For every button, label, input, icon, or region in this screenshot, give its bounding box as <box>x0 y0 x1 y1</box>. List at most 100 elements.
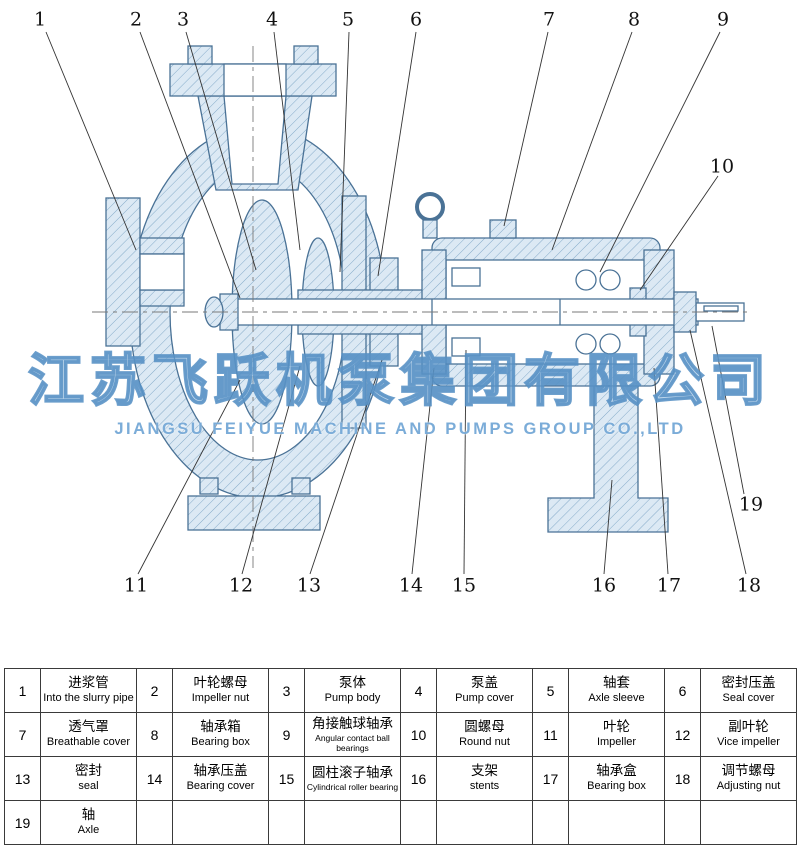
part-name-cn: 透气罩 <box>68 719 109 735</box>
part-number: 11 <box>532 712 569 757</box>
part-name-cn: 轴承箱 <box>200 719 241 735</box>
part-name-cn: 轴承盒 <box>596 763 637 779</box>
support-bracket <box>547 385 669 533</box>
part-name-en: seal <box>78 780 99 793</box>
part-name-cn: 密封 <box>75 763 102 779</box>
part-number: 3 <box>268 668 305 713</box>
empty-cell <box>136 800 173 845</box>
empty-cell <box>304 800 401 845</box>
empty-cell <box>268 800 305 845</box>
callout-6: 6 <box>409 8 423 31</box>
part-name-en: Vice impeller <box>717 736 780 749</box>
empty-cell <box>664 800 701 845</box>
callout-12: 12 <box>228 574 254 597</box>
part-number: 7 <box>4 712 41 757</box>
callout-7: 7 <box>542 8 556 31</box>
callout-9: 9 <box>716 8 730 31</box>
callout-4: 4 <box>265 8 279 31</box>
empty-cell <box>436 800 533 845</box>
pump-cover-upper <box>341 195 367 297</box>
slurry-pipe-wall-bottom <box>139 289 185 307</box>
callout-1: 1 <box>33 8 47 31</box>
part-name-en: Bearing box <box>587 780 646 793</box>
part-name-cn: 圆螺母 <box>464 719 505 735</box>
callout-5: 5 <box>341 8 355 31</box>
flange-bolt <box>293 45 319 65</box>
part-number: 5 <box>532 668 569 713</box>
part-number: 18 <box>664 756 701 801</box>
ball-bearing <box>575 333 597 355</box>
part-name-cn: 角接触球轴承 <box>312 715 393 731</box>
pump-foot <box>187 495 321 531</box>
part-name-en: Pump body <box>324 692 381 705</box>
part-name-cn: 叶轮 <box>603 719 630 735</box>
breathable-cover <box>489 219 517 239</box>
part-number: 17 <box>532 756 569 801</box>
callout-16: 16 <box>591 574 617 597</box>
part-name-en: Axle sleeve <box>588 692 645 705</box>
part-number: 13 <box>4 756 41 801</box>
eyebolt-ring <box>415 192 445 222</box>
part-name-cn: 圆柱滚子轴承 <box>312 764 393 780</box>
slurry-pipe-flange <box>105 197 141 347</box>
empty-cell <box>400 800 437 845</box>
part-name-en: Into the slurry pipe <box>43 692 134 705</box>
leader-lines <box>45 31 747 575</box>
pump-sectioned-parts <box>105 45 745 533</box>
flange-bolt <box>187 45 213 65</box>
part-name-en: Axle <box>77 824 100 837</box>
part-name-en: Pump cover <box>455 692 514 705</box>
roller-bearing-upper <box>451 267 481 287</box>
part-number: 8 <box>136 712 173 757</box>
part-number: 19 <box>4 800 41 845</box>
part-name-en: Impeller <box>596 736 637 749</box>
callout-10: 10 <box>709 155 735 178</box>
part-number: 16 <box>400 756 437 801</box>
part-name-cn: 泵体 <box>339 675 366 691</box>
watermark-chinese: 江苏飞跃机泵集团有限公司 <box>27 348 772 413</box>
part-number: 12 <box>664 712 701 757</box>
part-number: 4 <box>400 668 437 713</box>
part-name-cn: 支架 <box>471 763 498 779</box>
part-number: 6 <box>664 668 701 713</box>
part-name-cn: 副叶轮 <box>728 719 769 735</box>
part-name-en: Seal cover <box>722 692 775 705</box>
part-name-cn: 调节螺母 <box>721 763 776 779</box>
empty-cell <box>532 800 569 845</box>
eyebolt-stem <box>422 219 438 239</box>
callout-17: 17 <box>656 574 682 597</box>
empty-cell <box>700 800 797 845</box>
discharge-flange-bore <box>223 63 287 97</box>
pump-cross-section-diagram: 江苏飞跃机泵集团有限公司 JIANGSU FEIYUE MACHINE AND … <box>27 8 772 597</box>
part-name-en: Bearing cover <box>186 780 255 793</box>
part-number: 9 <box>268 712 305 757</box>
part-name-en: Bearing box <box>191 736 250 749</box>
part-number: 14 <box>136 756 173 801</box>
empty-cell <box>172 800 269 845</box>
empty-cell <box>568 800 665 845</box>
callout-19: 19 <box>738 493 764 516</box>
part-name-cn: 轴套 <box>603 675 630 691</box>
part-name-en: Angular contact ball bearings <box>315 732 390 753</box>
part-name-cn: 轴 <box>81 807 96 823</box>
slurry-pipe-bore <box>139 253 185 291</box>
